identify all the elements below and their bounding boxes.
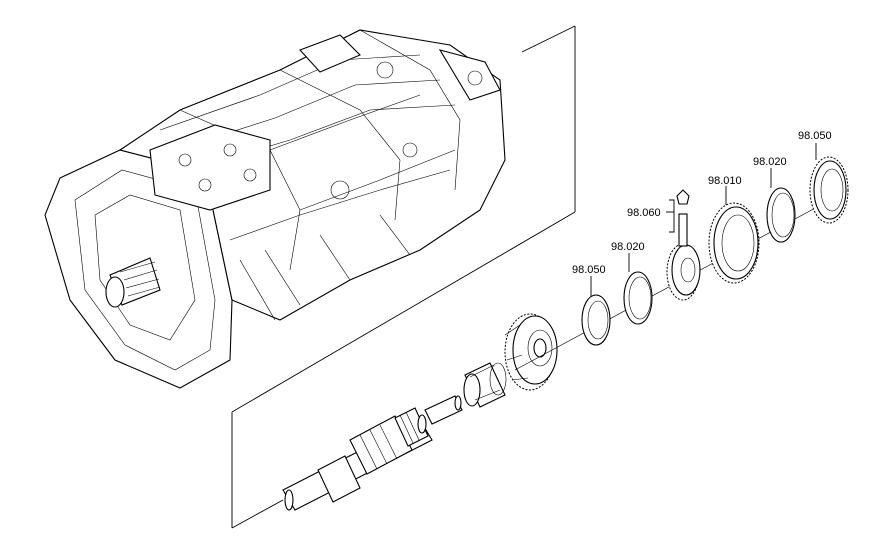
sliding-sleeve-98-010 [708, 186, 760, 284]
callout-98-020-right: 98.020 [753, 156, 787, 168]
assembly-frame [231, 25, 576, 529]
transmission-housing [44, 29, 506, 389]
sync-hub [666, 189, 701, 301]
sync-ring-right-98-050 [809, 143, 849, 224]
callout-98-020-left: 98.020 [611, 241, 645, 253]
gear-wheel [504, 313, 558, 391]
callout-98-010: 98.010 [708, 175, 742, 187]
callout-98-050-left: 98.050 [572, 264, 606, 276]
ring-right-98-020 [766, 168, 796, 243]
main-shaft [282, 395, 463, 511]
ring-left-98-020 [623, 253, 653, 325]
callout-98-060: 98.060 [627, 207, 661, 219]
callout-98-050-right: 98.050 [798, 130, 832, 142]
needle-bearing [463, 362, 507, 408]
sync-ring-left-98-050 [581, 276, 611, 346]
